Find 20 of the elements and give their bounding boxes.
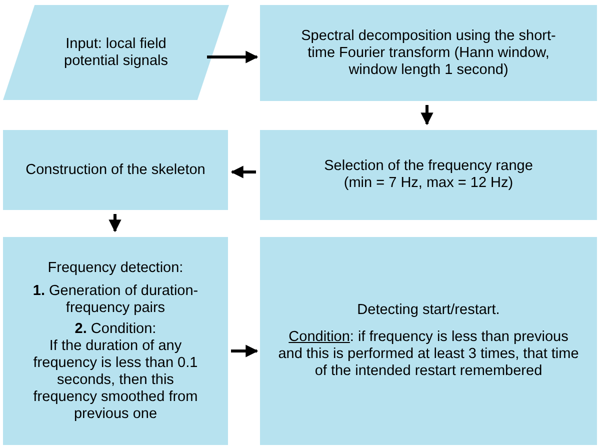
node-text: Construction of the skeleton <box>26 162 206 178</box>
process-box <box>260 5 597 101</box>
node-text: If the duration of any frequency is less than 0.1 seconds, then this frequency smoothed from previous one <box>32 338 199 422</box>
node-text: Selection of the frequency range (min = 7 Hz, max = 12 Hz) <box>323 158 534 192</box>
arrow <box>108 214 122 232</box>
process-box <box>260 130 597 220</box>
node-text: Detecting start/restart. <box>357 302 500 319</box>
arrow <box>231 344 258 358</box>
process-box <box>260 237 597 445</box>
arrow <box>230 166 256 178</box>
arrow <box>420 105 434 126</box>
node-text: Spectral decomposition using the short-time Fourier transform (Hann window, window length 1 second) <box>300 28 557 78</box>
process-box <box>3 237 228 445</box>
node-text: Condition: if frequency is less than previous and this is performed at least 3 times, that time of the intended restart remembered <box>278 329 579 380</box>
node-text: Input: local field potential signals <box>63 36 169 70</box>
process-box <box>3 130 228 210</box>
node-text: 1. Generation of duration-frequency pairs <box>32 282 200 316</box>
node-text: Frequency detection: <box>48 260 184 276</box>
arrow <box>207 50 258 64</box>
node-text: 2. Condition: <box>74 320 156 338</box>
